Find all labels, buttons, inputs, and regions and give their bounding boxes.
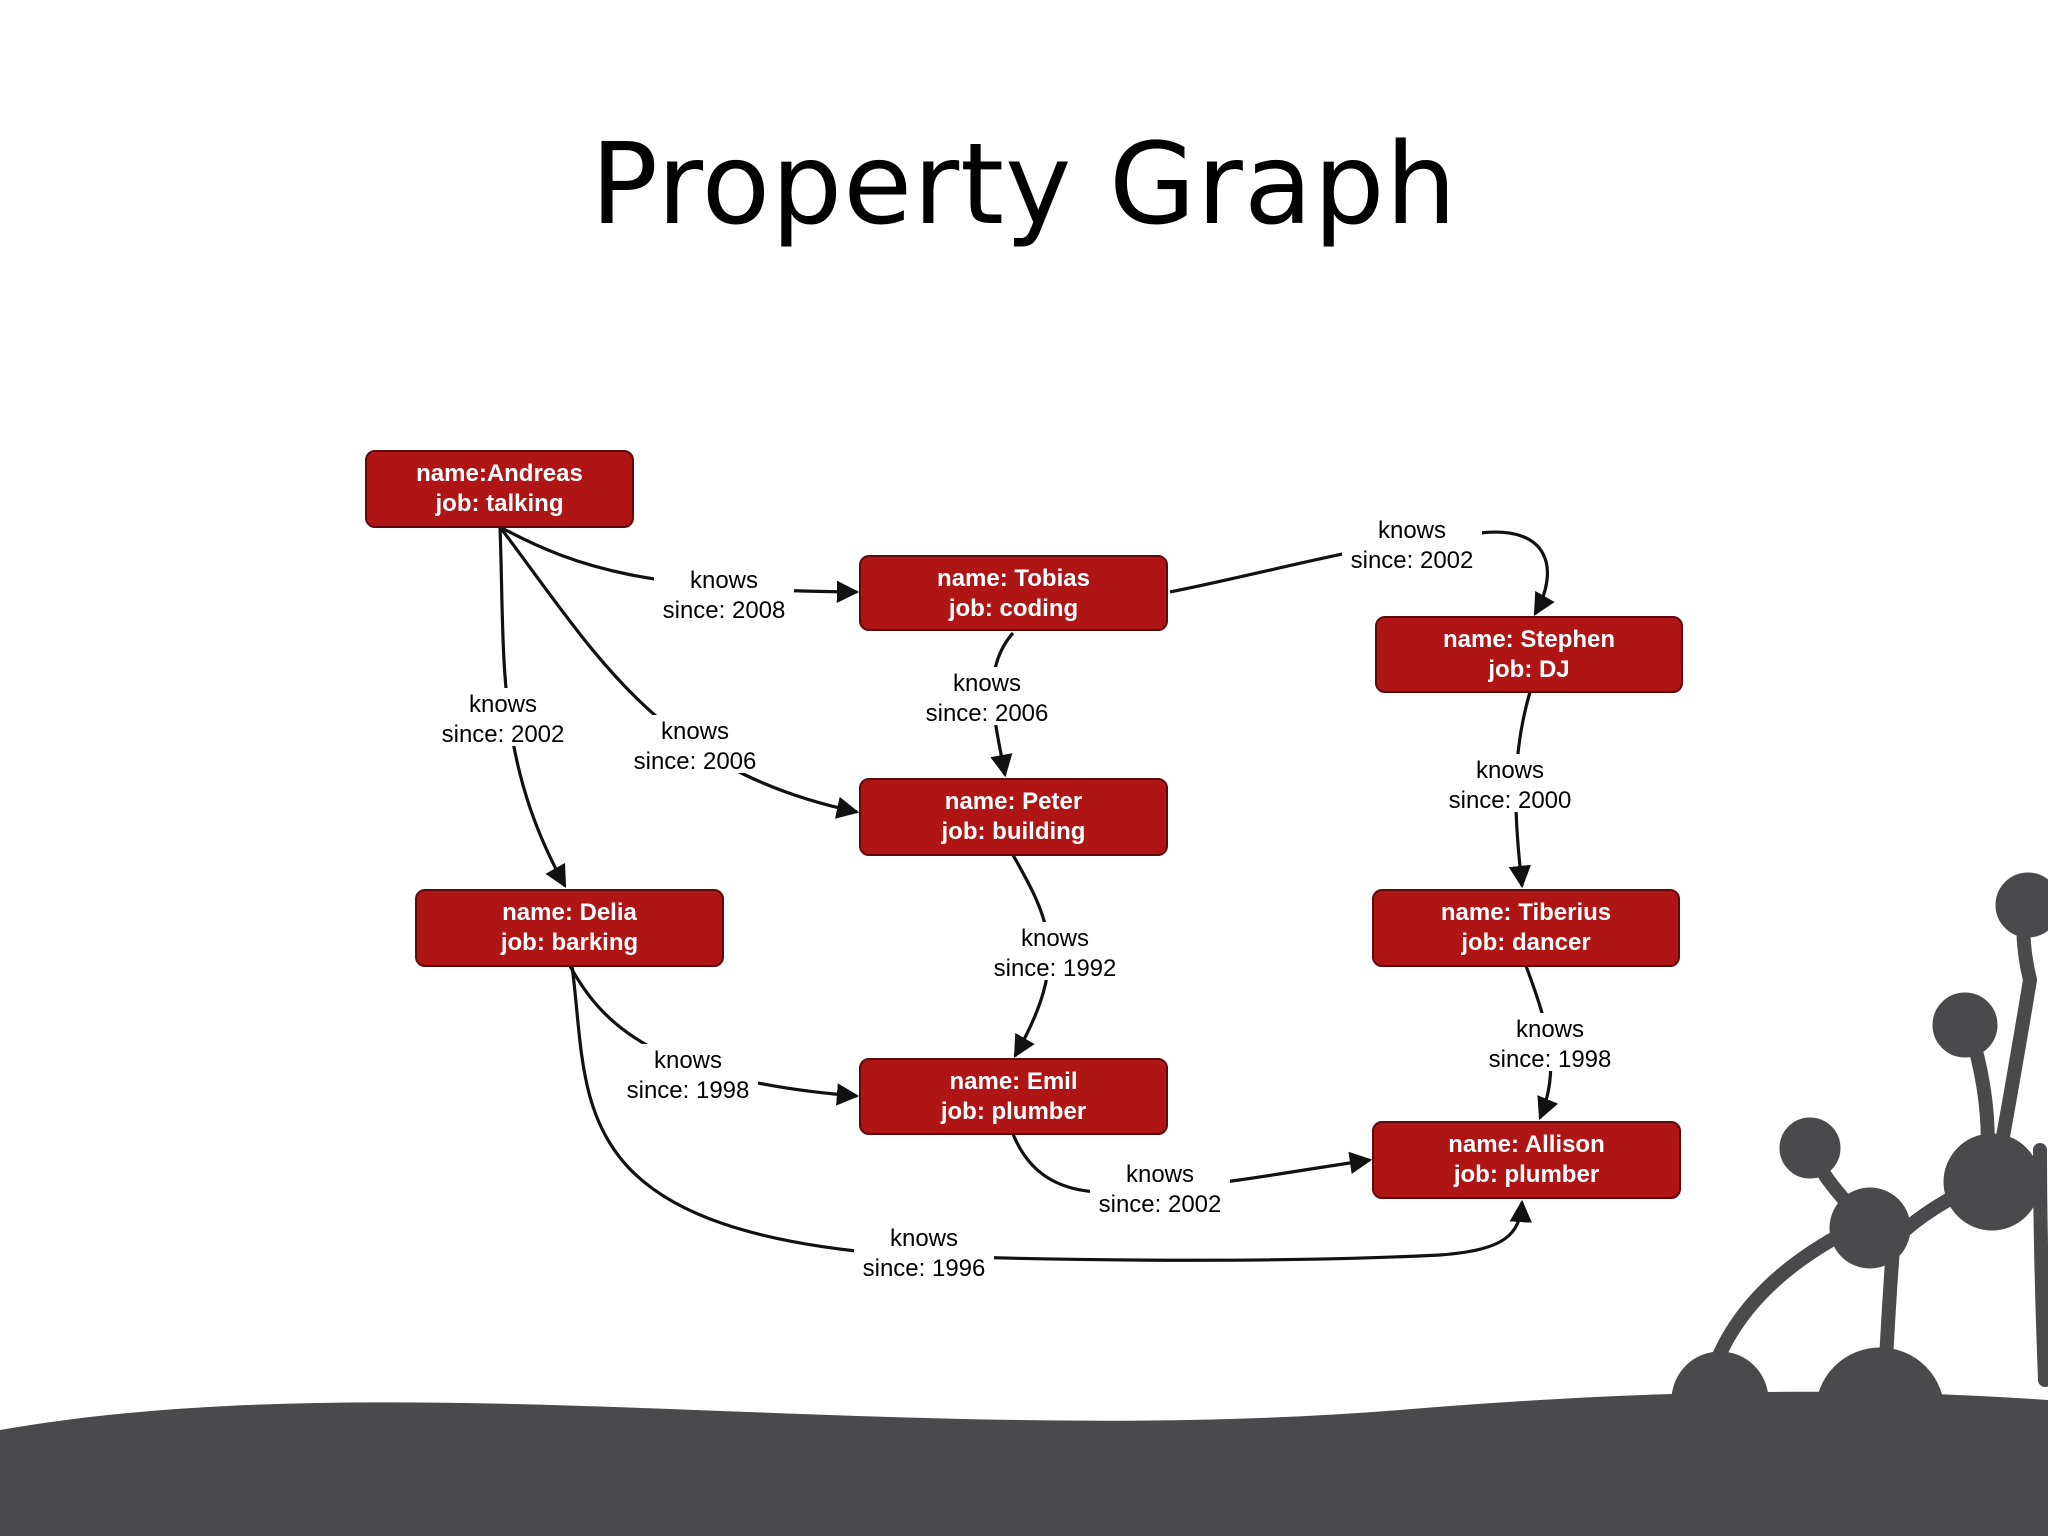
edge-andreas-peter [498, 526, 860, 819]
node-allison: name: Allison job: plumber [1372, 1121, 1681, 1199]
node-box [1372, 1121, 1681, 1199]
edge-relation-text: knows [661, 718, 729, 745]
node-name-text: name: Delia [502, 899, 637, 926]
node-job-text: job: barking [500, 929, 638, 956]
node-name-text: name:Andreas [416, 460, 583, 487]
node-name-text: name: Stephen [1443, 626, 1615, 653]
edge-label-andreas-peter: knows since: 2006 [625, 715, 765, 775]
node-job-text: job: coding [948, 595, 1078, 622]
node-job-text: job: dancer [1460, 929, 1590, 956]
edge-label-andreas-delia: knows since: 2002 [433, 688, 573, 748]
node-name-text: name: Peter [945, 788, 1082, 815]
node-delia: name: Delia job: barking [415, 889, 724, 967]
edge-since-text: since: 2006 [926, 700, 1049, 727]
node-box [1375, 616, 1683, 693]
edge-label-delia-allison: knows since: 1996 [854, 1222, 994, 1282]
edge-label-background [433, 688, 573, 746]
edge-label-peter-emil: knows since: 1992 [985, 922, 1125, 982]
edge-since-text: since: 2006 [634, 748, 757, 775]
edge-since-text: since: 1992 [994, 955, 1117, 982]
edge-since-text: since: 2008 [663, 597, 786, 624]
edge-since-text: since: 2002 [442, 721, 565, 748]
edge-label-tobias-peter: knows since: 2006 [917, 667, 1057, 727]
node-box [415, 889, 724, 967]
edge-relation-text: knows [1476, 757, 1544, 784]
edge-relation-text: knows [690, 567, 758, 594]
node-tobias: name: Tobias job: coding [859, 555, 1168, 631]
edge-label-background [854, 1222, 994, 1280]
node-peter: name: Peter job: building [859, 778, 1168, 856]
node-job-text: job: plumber [940, 1098, 1086, 1125]
edge-relation-text: knows [654, 1047, 722, 1074]
node-andreas: name:Andreas job: talking [365, 450, 634, 528]
edge-label-andreas-tobias: knows since: 2008 [654, 564, 794, 624]
edge-label-tiberius-allison: knows since: 1998 [1480, 1013, 1620, 1073]
edge-relation-text: knows [1516, 1016, 1584, 1043]
node-box [859, 1058, 1168, 1135]
node-job-text: job: DJ [1487, 656, 1569, 683]
node-job-text: job: plumber [1453, 1161, 1599, 1188]
node-box [859, 778, 1168, 856]
node-box [365, 450, 634, 528]
edge-label-background [618, 1044, 758, 1102]
node-name-text: name: Tobias [937, 565, 1090, 592]
node-job-text: job: building [941, 818, 1086, 845]
edge-delia-allison [570, 965, 1532, 1262]
edge-since-text: since: 1998 [1489, 1046, 1612, 1073]
edge-relation-text: knows [890, 1225, 958, 1252]
node-name-text: name: Tiberius [1441, 899, 1611, 926]
edge-relation-text: knows [469, 691, 537, 718]
edge-relation-text: knows [953, 670, 1021, 697]
edge-since-text: since: 1998 [627, 1077, 750, 1104]
edge-label-background [1090, 1158, 1230, 1216]
edge-since-text: since: 2000 [1449, 787, 1572, 814]
edge-label-background [985, 922, 1125, 980]
edge-relation-text: knows [1021, 925, 1089, 952]
edge-label-background [917, 667, 1057, 725]
edge-label-background [625, 715, 765, 773]
edge-label-background [1480, 1013, 1620, 1071]
edge-label-delia-emil: knows since: 1998 [618, 1044, 758, 1104]
edge-label-emil-allison: knows since: 2002 [1090, 1158, 1230, 1218]
node-name-text: name: Emil [949, 1068, 1077, 1095]
node-box [1372, 889, 1680, 967]
node-job-text: job: talking [435, 490, 564, 517]
edge-label-background [654, 564, 794, 622]
node-emil: name: Emil job: plumber [859, 1058, 1168, 1135]
node-tiberius: name: Tiberius job: dancer [1372, 889, 1680, 967]
edge-since-text: since: 1996 [863, 1255, 986, 1282]
node-name-text: name: Allison [1448, 1131, 1604, 1158]
edge-label-background [1342, 514, 1482, 572]
edge-label-tobias-stephen: knows since: 2002 [1342, 514, 1482, 574]
edge-label-stephen-tiberius: knows since: 2000 [1440, 754, 1580, 814]
node-stephen: name: Stephen job: DJ [1375, 616, 1683, 693]
edge-label-background [1440, 754, 1580, 812]
decorative-background [0, 872, 2048, 1536]
node-box [859, 555, 1168, 631]
edge-relation-text: knows [1378, 517, 1446, 544]
edge-since-text: since: 2002 [1099, 1191, 1222, 1218]
edge-relation-text: knows [1126, 1161, 1194, 1188]
slide-title: Property Graph [590, 120, 1458, 250]
edge-since-text: since: 2002 [1351, 547, 1474, 574]
